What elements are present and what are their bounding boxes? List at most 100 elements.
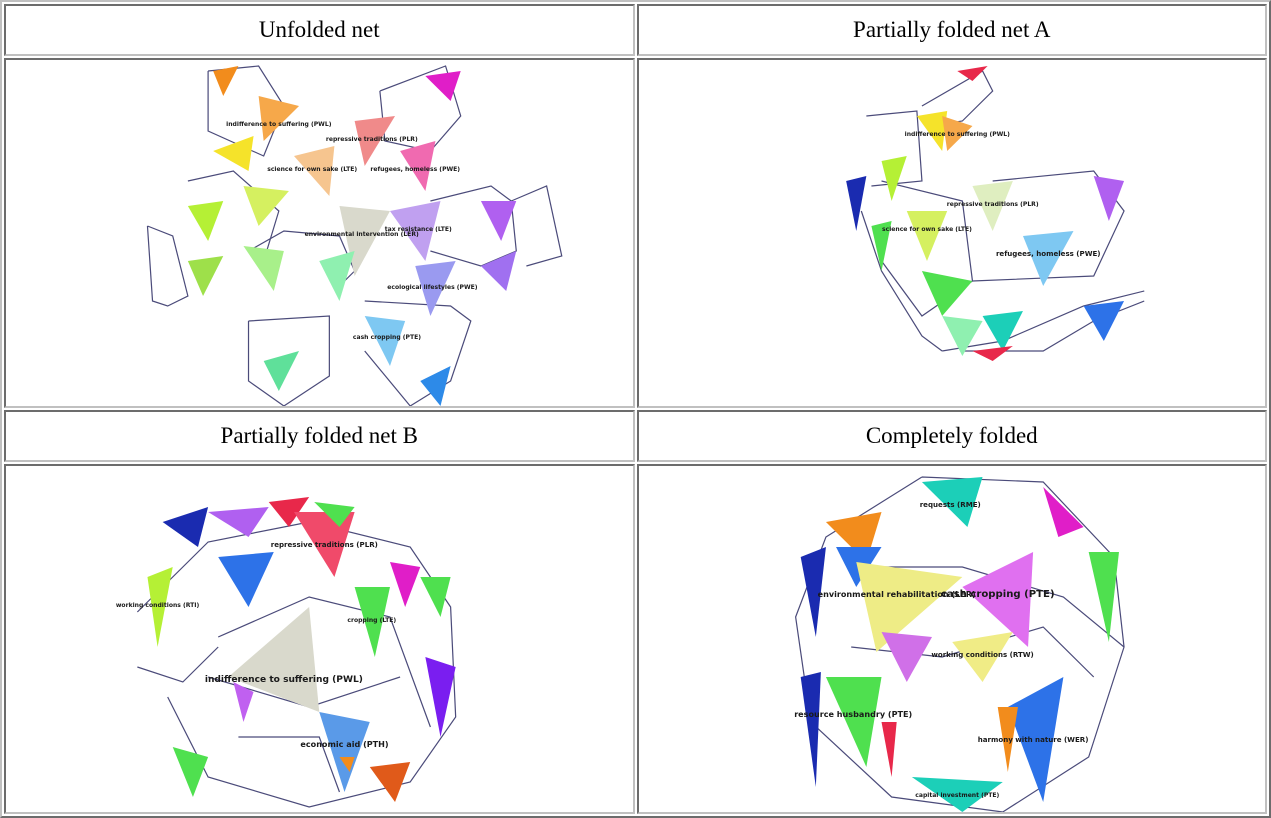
triangle-lime-3: [187, 255, 224, 296]
triangle-green: [870, 220, 892, 271]
triangle-violet: [208, 506, 269, 537]
triangle-cash-cropping: [364, 315, 406, 366]
label-indifference: indifference to suffering (PWL): [205, 675, 363, 685]
triangle-green-2: [921, 270, 972, 316]
triangle-ecological: [415, 260, 456, 316]
triangle-harmony: [1007, 676, 1063, 802]
triangle-refugees: [400, 140, 436, 191]
triangle-magenta: [425, 70, 461, 101]
triangle-green: [314, 501, 355, 527]
caption-completely-folded: Completely folded: [636, 409, 1267, 463]
triangle-repressive: [971, 180, 1013, 231]
completely-folded-diagram: environmental rehabilitation (LER) cash …: [794, 475, 1125, 812]
triangle-lime: [243, 185, 289, 226]
triangle-teal: [982, 310, 1023, 351]
triangle-green: [243, 245, 284, 291]
triangle-cropping: [354, 586, 390, 657]
triangle-science: [293, 145, 335, 196]
triangle-blue: [420, 365, 451, 406]
label-ecological: ecological lifestyles (PWE): [387, 284, 478, 291]
panel-partially-folded-net-b: working conditions (RTI) repressive trad…: [4, 464, 635, 814]
label-tax-resistance: tax resistance (LTE): [385, 226, 452, 233]
triangle-violet-2: [480, 250, 517, 291]
triangle-magenta: [1042, 486, 1084, 537]
label-environmental: environmental rehabilitation (LER): [817, 590, 975, 599]
caption-unfolded-net: Unfolded net: [4, 4, 635, 57]
label-resource: resource husbandry (PTE): [794, 710, 912, 719]
triangle-mint: [319, 250, 355, 301]
partially-folded-net-b-diagram: working conditions (RTI) repressive trad…: [116, 496, 457, 808]
triangle-violet: [1093, 175, 1124, 221]
triangle-violet-2: [233, 681, 254, 722]
triangle-requests: [921, 476, 983, 527]
triangle-purple: [425, 656, 456, 737]
label-cash-cropping: cash cropping (PTE): [940, 589, 1054, 600]
triangle-red-2: [971, 345, 1013, 361]
triangle-indifference: [258, 95, 300, 141]
triangle-indifference: [941, 115, 972, 151]
label-cash-cropping: cash cropping (PTE): [353, 334, 421, 341]
unfolded-net-diagram: indifference to suffering (PWL) repressi…: [146, 64, 563, 406]
label-repressive: repressive traditions (PLR): [946, 201, 1038, 208]
label-working: working conditions (RTI): [116, 602, 200, 609]
triangle-repressive: [293, 511, 355, 577]
label-harmony: harmony with nature (WER): [977, 735, 1088, 744]
label-indifference: indifference to suffering (PWL): [226, 121, 332, 128]
label-refugees: refugees, homeless (PWE): [370, 166, 460, 173]
triangle-working: [147, 566, 173, 647]
label-cropping: cropping (LTE): [347, 617, 396, 624]
label-science: science for own sake (LTE): [882, 226, 972, 233]
triangle-cash-cropping: [961, 551, 1033, 647]
label-refugees: refugees, homeless (PWE): [995, 249, 1100, 258]
label-working: working conditions (RTW): [931, 650, 1033, 659]
triangle-violet: [480, 200, 517, 241]
triangle-environmental: [855, 561, 962, 652]
triangle-indifference: [228, 606, 320, 712]
triangle-repressive: [354, 115, 396, 166]
label-economic: economic aid (PTH): [300, 740, 388, 749]
triangle-tax-resistance: [389, 200, 441, 261]
triangle-lime: [881, 155, 907, 201]
label-repressive: repressive traditions (PLR): [271, 540, 378, 549]
triangle-orange: [369, 761, 411, 802]
partially-folded-net-a-diagram: indifference to suffering (PWL) repressi…: [845, 65, 1144, 361]
triangle-blue: [218, 551, 274, 607]
triangle-orange: [213, 65, 239, 96]
triangle-resource: [825, 676, 882, 767]
triangle-green-2: [420, 576, 451, 617]
triangle-violet: [881, 631, 932, 682]
triangle-lime-2: [187, 200, 224, 241]
panel-partially-folded-net-a: indifference to suffering (PWL) repressi…: [636, 58, 1267, 408]
triangle-navy: [162, 506, 209, 547]
triangle-capital: [911, 776, 1003, 812]
triangle-blue: [1083, 300, 1124, 341]
label-repressive: repressive traditions (PLR): [326, 136, 418, 143]
triangle-navy-2: [800, 671, 821, 787]
label-environmental: environmental intervention (LER): [305, 231, 419, 238]
triangle-yellow: [916, 110, 947, 151]
caption-partially-folded-net-a: Partially folded net A: [636, 4, 1267, 57]
triangle-green-3: [172, 746, 209, 797]
triangle-navy: [800, 546, 826, 637]
triangle-working: [951, 631, 1013, 682]
label-indifference: indifference to suffering (PWL): [904, 131, 1010, 138]
triangle-red: [881, 721, 897, 777]
triangle-orange-2: [997, 706, 1018, 772]
triangle-navy: [845, 175, 866, 231]
label-capital: capital investment (PTE): [915, 792, 999, 799]
triangle-green: [1088, 551, 1119, 642]
panel-completely-folded: environmental rehabilitation (LER) cash …: [636, 464, 1267, 814]
triangle-refugees: [1022, 230, 1074, 286]
label-requests: requests (RME): [919, 500, 980, 509]
triangle-red: [956, 65, 988, 81]
triangle-science: [906, 210, 947, 261]
triangle-mint: [941, 315, 983, 356]
triangle-green-2: [263, 350, 300, 391]
triangle-red: [268, 496, 310, 527]
label-science: science for own sake (LTE): [267, 166, 357, 173]
triangle-magenta: [389, 561, 421, 607]
triangle-yellow: [213, 135, 254, 171]
panel-unfolded-net: indifference to suffering (PWL) repressi…: [4, 58, 635, 408]
caption-partially-folded-net-b: Partially folded net B: [4, 409, 635, 463]
